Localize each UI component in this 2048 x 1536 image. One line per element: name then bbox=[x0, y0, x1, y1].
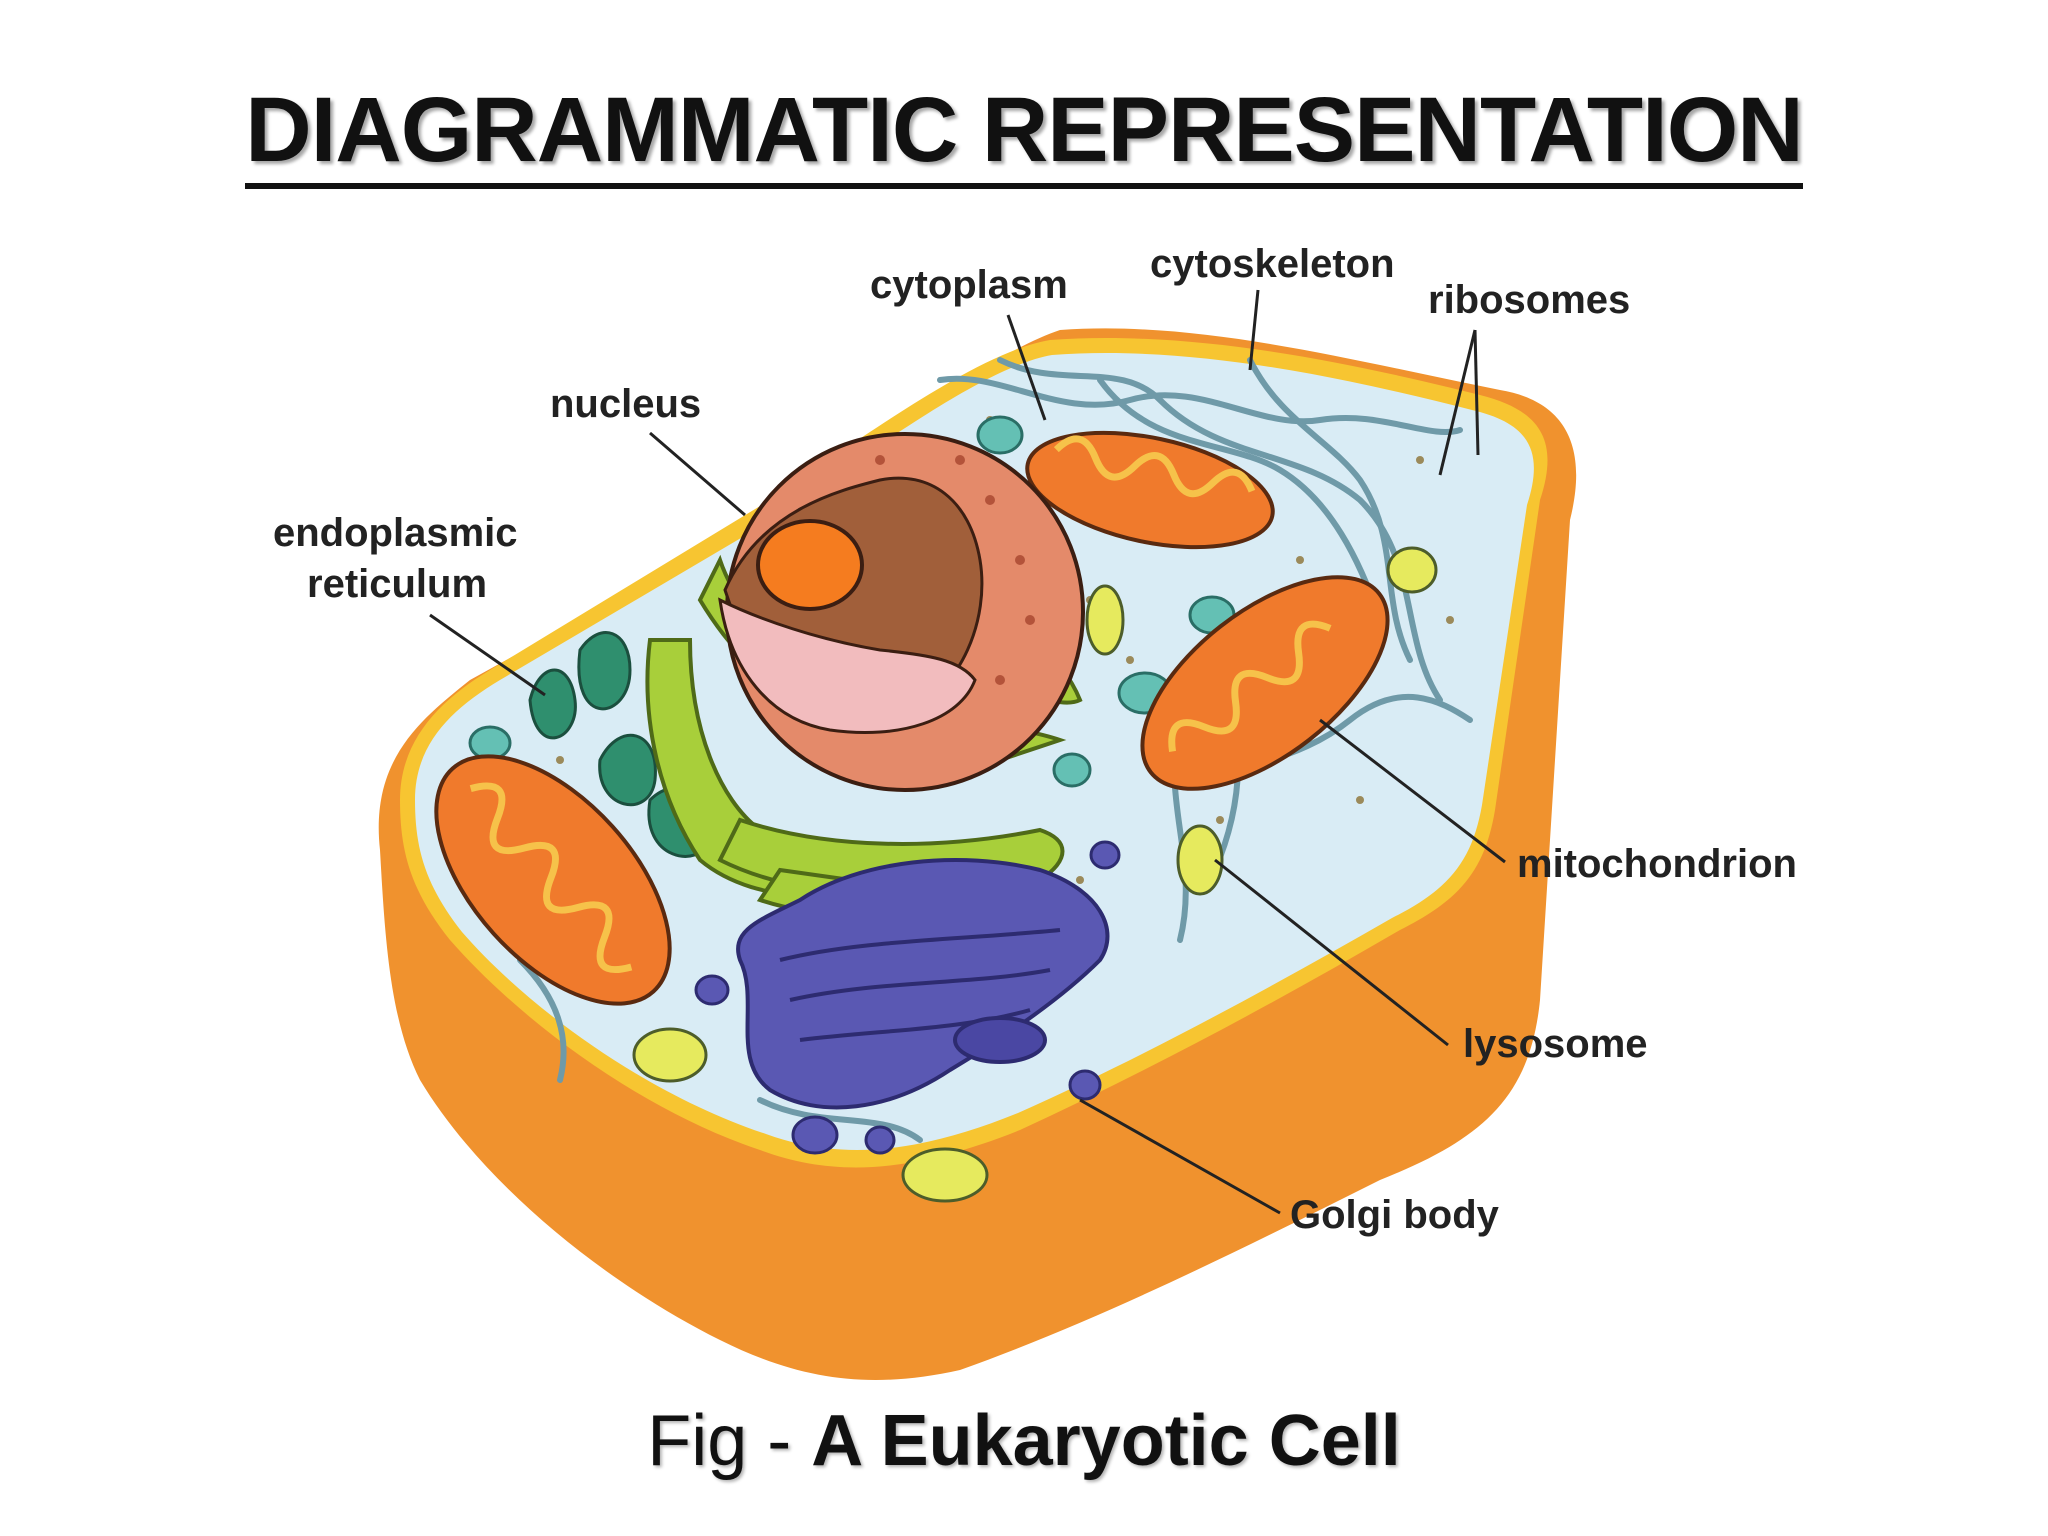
golgi-vesicles bbox=[694, 840, 1121, 1155]
golgi-body bbox=[736, 858, 1110, 1110]
label-er-line2: reticulum bbox=[307, 562, 487, 606]
mitochondrion-top bbox=[1025, 430, 1275, 550]
caption-main: A Eukaryotic Cell bbox=[811, 1401, 1401, 1481]
label-cytoplasm: cytoplasm bbox=[870, 263, 1068, 307]
label-ribosomes: ribosomes bbox=[1428, 278, 1630, 322]
leader-lines bbox=[429, 289, 1506, 1215]
lysosomes bbox=[632, 546, 1438, 1203]
label-nucleus: nucleus bbox=[550, 382, 701, 426]
caption-prefix: Fig - bbox=[647, 1401, 812, 1481]
label-mitochondrion: mitochondrion bbox=[1517, 842, 1797, 886]
mitochondrion-left bbox=[434, 754, 672, 1006]
page-title-text: DIAGRAMMATIC REPRESENTATION bbox=[245, 79, 1804, 189]
page-title: DIAGRAMMATIC REPRESENTATION bbox=[0, 78, 2048, 189]
label-er-line1: endoplasmic bbox=[273, 511, 518, 555]
mitochondrion-right bbox=[1140, 575, 1390, 791]
label-cytoskeleton: cytoskeleton bbox=[1150, 242, 1395, 286]
nucleus bbox=[718, 432, 1085, 792]
label-golgi: Golgi body bbox=[1290, 1193, 1500, 1237]
label-lysosome: lysosome bbox=[1463, 1022, 1648, 1066]
figure-caption: Fig - A Eukaryotic Cell bbox=[0, 1400, 2048, 1482]
